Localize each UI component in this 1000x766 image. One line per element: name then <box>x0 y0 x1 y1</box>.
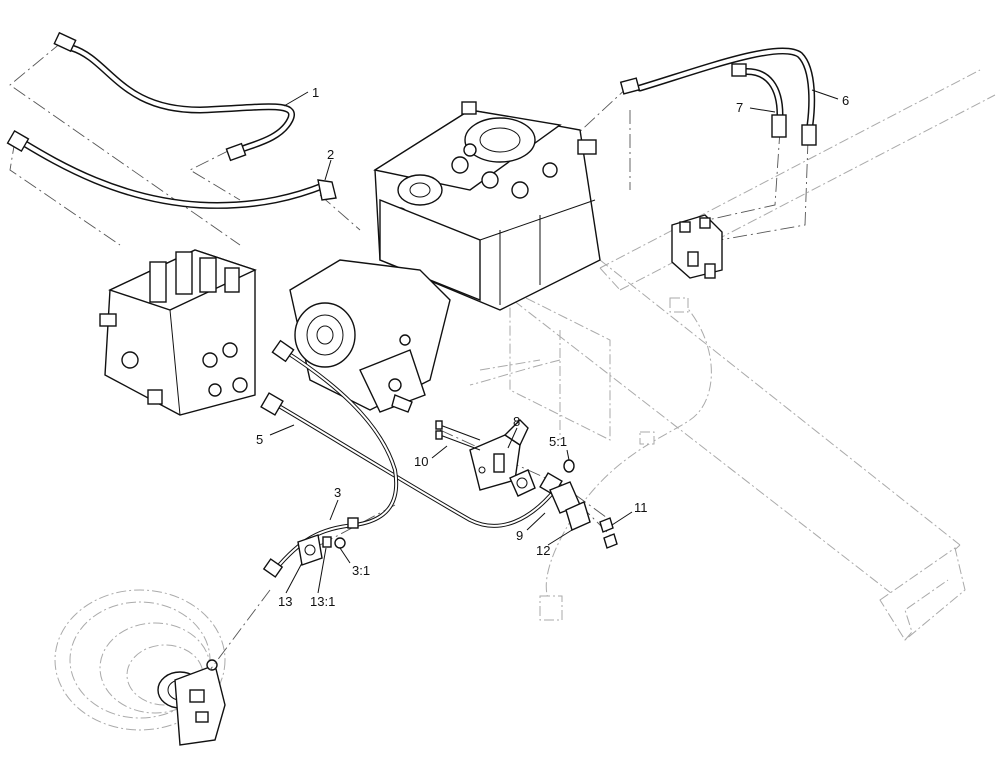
o-ring-5-1 <box>563 459 575 473</box>
bracket-8 <box>469 419 529 491</box>
o-ring-13-1 <box>322 536 332 548</box>
o-ring-3-1 <box>334 537 346 549</box>
wheel-motor <box>54 589 226 746</box>
fitting-13 <box>297 534 323 566</box>
tube-5 <box>260 392 563 528</box>
callout-2: 2 <box>327 147 334 162</box>
callout-5: 5 <box>256 432 263 447</box>
callout-13: 13 <box>278 594 292 609</box>
callout-7: 7 <box>736 100 743 115</box>
tube-3 <box>262 339 399 578</box>
leader-lines <box>269 89 839 594</box>
callout-13-1: 13:1 <box>310 594 335 609</box>
callout-6: 6 <box>842 93 849 108</box>
hose-1 <box>53 31 295 162</box>
frame-axle-tube <box>479 69 996 641</box>
callout-10: 10 <box>414 454 428 469</box>
callout-3: 3 <box>334 485 341 500</box>
bolts-10 <box>435 420 481 451</box>
callout-9: 9 <box>516 528 523 543</box>
callout-labels: 1 2 3 3:1 5 5:1 6 7 8 9 10 11 12 13 13:1 <box>256 85 849 609</box>
callout-12: 12 <box>536 543 550 558</box>
frame-valve-block <box>671 214 723 279</box>
callout-1: 1 <box>312 85 319 100</box>
callout-3-1: 3:1 <box>352 563 370 578</box>
callout-8: 8 <box>513 414 520 429</box>
fitting-9 <box>509 469 536 497</box>
hoses-6-7 <box>619 47 817 146</box>
hose-2 <box>6 129 337 209</box>
frame-tube <box>469 297 712 621</box>
fittings-11 <box>599 517 618 549</box>
fitting-12 <box>549 481 591 531</box>
callout-5-1: 5:1 <box>549 434 567 449</box>
hydrostatic-pump <box>289 101 601 413</box>
control-valve-manifold <box>99 249 257 416</box>
callout-11: 11 <box>634 500 648 515</box>
